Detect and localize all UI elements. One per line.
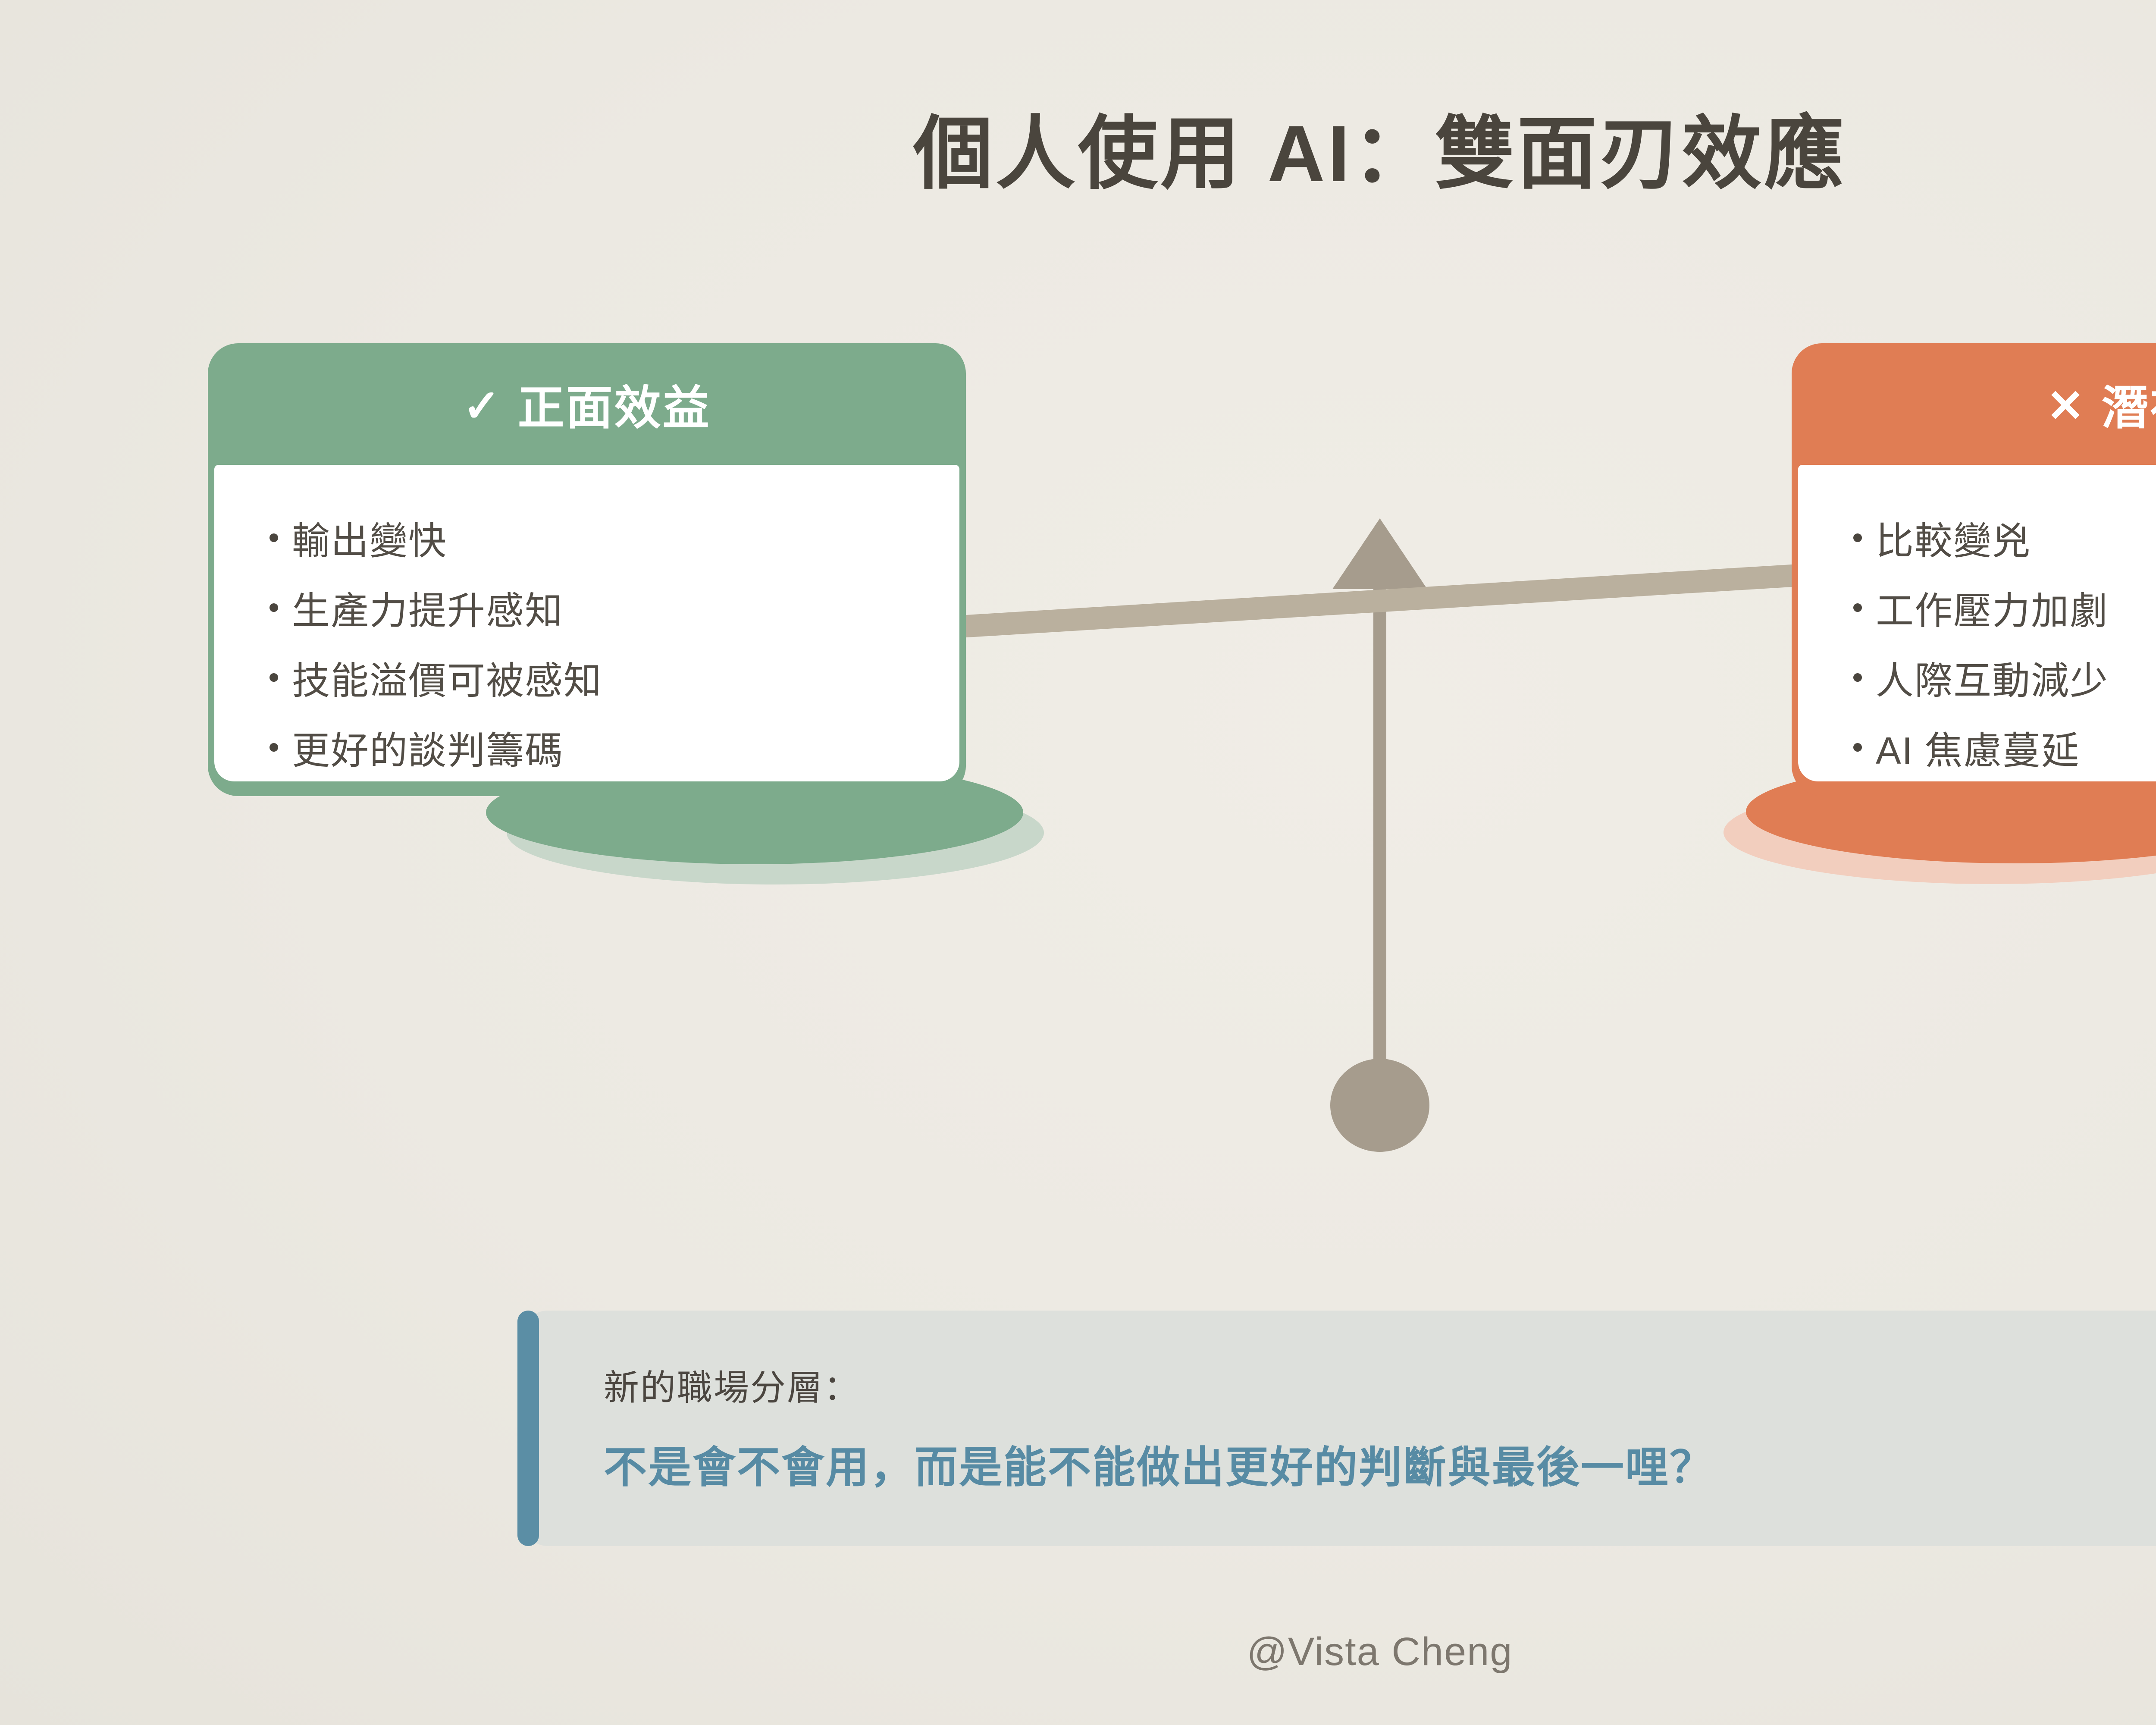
- bullet-dot-icon: [270, 673, 278, 682]
- check-icon: ✓: [463, 381, 502, 431]
- list-item-label: AI 焦慮蔓延: [1876, 729, 2080, 772]
- list-item: 生產力提升感知: [270, 573, 942, 643]
- negative-card: ✕ 潛在壓力 比較變兇 工作壓力加劇 人際互動減少 AI 焦慮蔓延: [1792, 343, 2156, 796]
- bullet-dot-icon: [270, 603, 278, 612]
- balance-pole: [1373, 578, 1386, 1108]
- list-item: 人際互動減少: [1853, 643, 2156, 712]
- balance-pivot-ball: [1330, 1059, 1429, 1152]
- bullet-dot-icon: [1853, 533, 1862, 542]
- list-item-label: 技能溢價可被感知: [292, 659, 603, 702]
- list-item-label: 更好的談判籌碼: [292, 729, 564, 772]
- bullet-dot-icon: [1853, 743, 1862, 752]
- callout-box: 新的職場分層： 不是會不會用，而是能不能做出更好的判斷與最後一哩？: [517, 1311, 2156, 1546]
- arrow-up-icon: [1332, 518, 1427, 589]
- callout-message: 不是會不會用，而是能不能做出更好的判斷與最後一哩？: [604, 1443, 1714, 1492]
- accent-bar: [517, 1311, 539, 1546]
- negative-card-body: 比較變兇 工作壓力加劇 人際互動減少 AI 焦慮蔓延: [1798, 465, 2156, 781]
- negative-card-header: ✕ 潛在壓力: [1792, 343, 2156, 465]
- bullet-dot-icon: [1853, 603, 1862, 612]
- list-item-label: 輸出變快: [292, 519, 448, 562]
- page-title: 個人使用 AI：雙面刃效應: [913, 110, 1847, 198]
- negative-card-title: 潛在壓力: [2101, 382, 2156, 434]
- list-item-label: 工作壓力加劇: [1876, 589, 2109, 632]
- list-item: 更好的談判籌碼: [270, 712, 942, 782]
- list-item: AI 焦慮蔓延: [1853, 712, 2156, 782]
- positive-card-header: ✓ 正面效益: [208, 343, 966, 465]
- positive-card-title: 正面效益: [517, 382, 711, 434]
- cross-icon: ✕: [2046, 381, 2086, 431]
- list-item: 技能溢價可被感知: [270, 643, 942, 712]
- bullet-dot-icon: [270, 743, 278, 752]
- positive-card: ✓ 正面效益 輸出變快 生產力提升感知 技能溢價可被感知 更好的談判籌碼: [208, 343, 966, 796]
- list-item: 輸出變快: [270, 503, 942, 573]
- list-item-label: 生產力提升感知: [292, 589, 564, 632]
- callout-background: [523, 1311, 2156, 1546]
- credit-text: @Vista Cheng: [1247, 1630, 1513, 1674]
- list-item: 比較變兇: [1853, 503, 2156, 573]
- bullet-dot-icon: [270, 533, 278, 542]
- list-item-label: 比較變兇: [1876, 519, 2031, 562]
- callout-heading: 新的職場分層：: [604, 1368, 861, 1408]
- bullet-dot-icon: [1853, 673, 1862, 682]
- list-item-label: 人際互動減少: [1876, 659, 2109, 702]
- positive-card-body: 輸出變快 生產力提升感知 技能溢價可被感知 更好的談判籌碼: [214, 465, 959, 781]
- list-item: 工作壓力加劇: [1853, 573, 2156, 643]
